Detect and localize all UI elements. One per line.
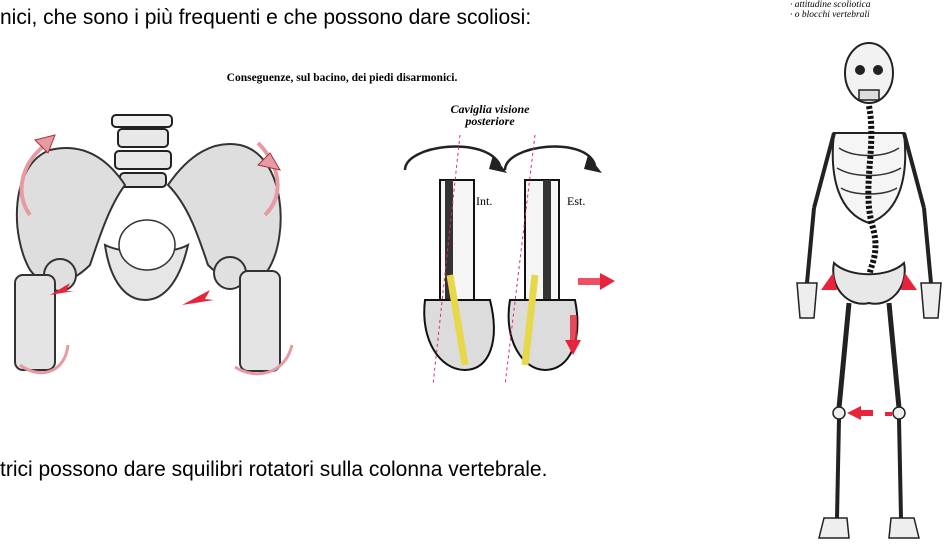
label-est: Est. bbox=[567, 194, 585, 209]
ankle-illustration bbox=[395, 125, 625, 395]
skeleton-notes: · attitudine scoliotica · o blocchi vert… bbox=[790, 0, 870, 20]
skeleton-illustration bbox=[789, 28, 949, 548]
label-int: Int. bbox=[476, 194, 492, 209]
skeleton-note-1: · attitudine scoliotica bbox=[790, 0, 870, 10]
pelvis-illustration bbox=[0, 95, 300, 395]
ankle-view-title: Caviglia visione posteriore bbox=[430, 103, 550, 127]
bottom-text-line: trici possono dare squilibri rotatori su… bbox=[0, 458, 547, 482]
skeleton-note-2: · o blocchi vertebrali bbox=[790, 10, 870, 20]
top-text-line: nici, che sono i più frequenti e che pos… bbox=[0, 6, 531, 30]
figure-title: Conseguenze, sul bacino, dei piedi disar… bbox=[162, 72, 522, 84]
